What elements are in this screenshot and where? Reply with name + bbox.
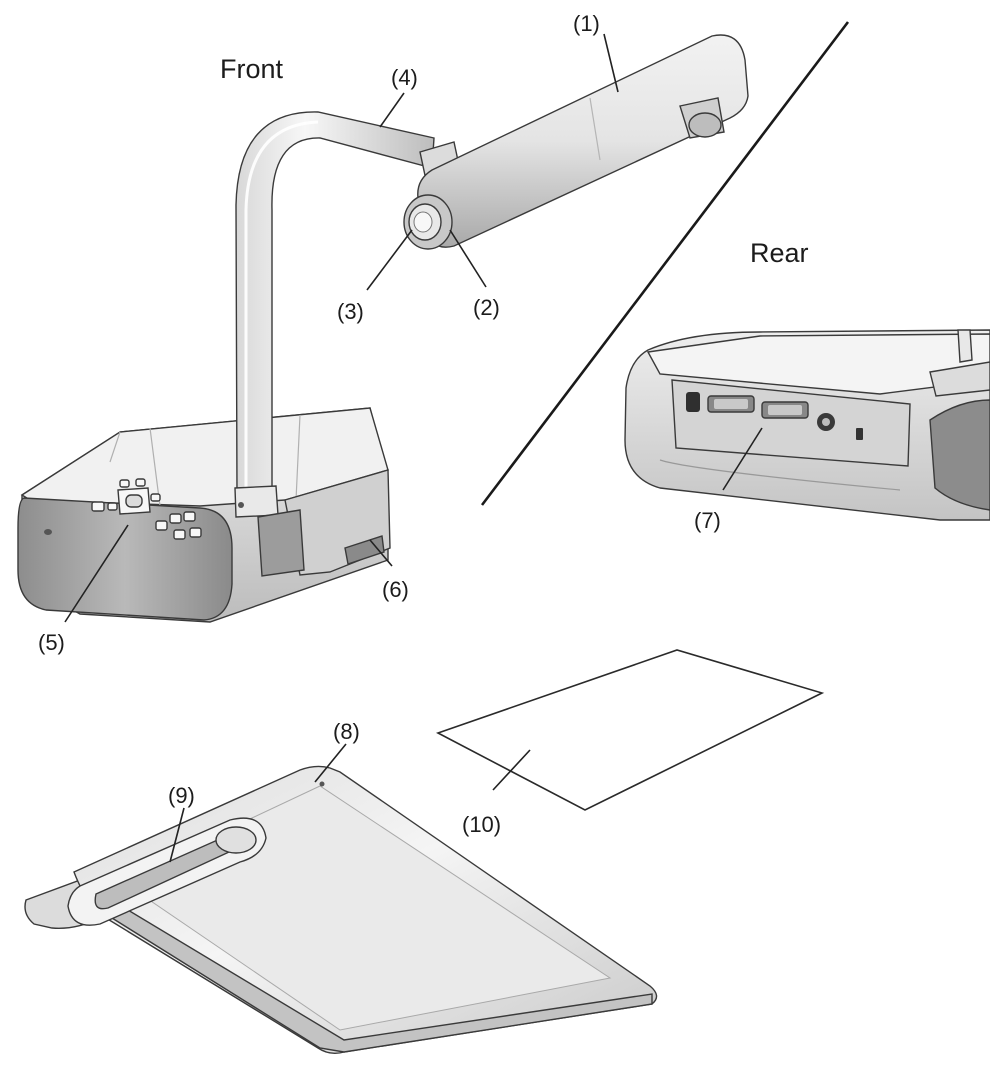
camera-rear-view — [624, 329, 990, 521]
view-divider — [480, 21, 850, 506]
leader-lines — [64, 33, 763, 863]
camera-front-view — [17, 34, 749, 623]
callout-9: (9) — [168, 783, 195, 808]
rear-view-heading: Rear — [750, 238, 809, 268]
power-button — [91, 501, 105, 512]
front-view-heading: Front — [220, 54, 284, 84]
zoom-button — [155, 520, 168, 531]
callout-2: (2) — [473, 295, 500, 320]
callout-1: (1) — [573, 11, 600, 36]
control-panel — [91, 478, 202, 540]
usb-port — [856, 428, 863, 440]
callout-4: (4) — [391, 65, 418, 90]
callout-8: (8) — [333, 719, 360, 744]
callout-5: (5) — [38, 630, 65, 655]
document-plate-assembly — [24, 765, 658, 1055]
camera-base — [17, 407, 391, 623]
callout-7: (7) — [694, 508, 721, 533]
callout-10: (10) — [462, 812, 501, 837]
callout-3: (3) — [337, 299, 364, 324]
callout-6: (6) — [382, 577, 409, 602]
dc-in-port — [686, 392, 700, 412]
white-sheet — [435, 649, 825, 811]
camera-head — [403, 34, 749, 250]
